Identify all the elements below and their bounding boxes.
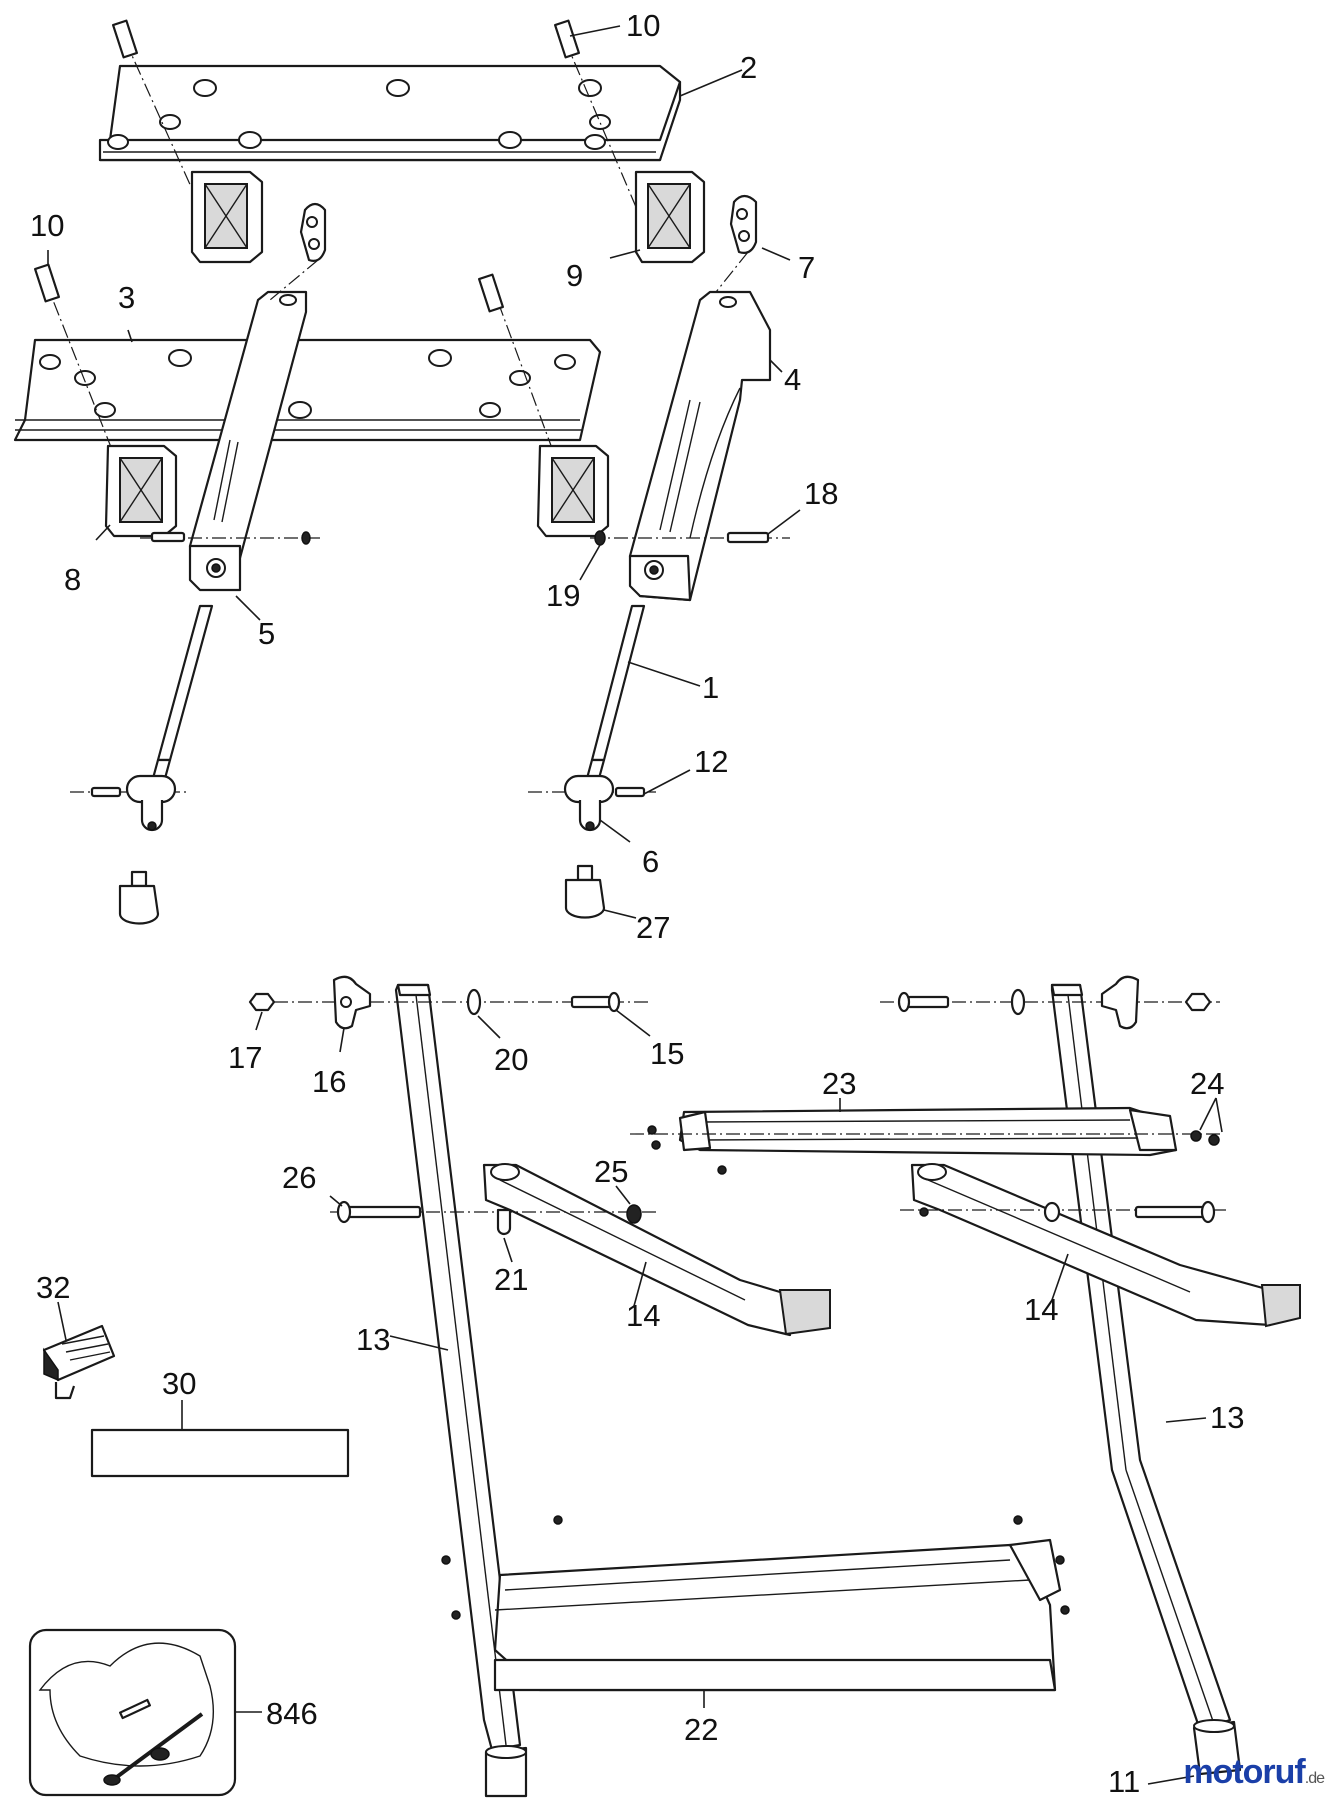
foot-cap-right	[1192, 1719, 1242, 1776]
nut-25-right	[919, 1201, 1061, 1223]
callout-21: 21	[494, 1262, 528, 1297]
brace-right	[910, 1163, 1301, 1328]
clamp-slide-left	[188, 290, 308, 592]
pin-18	[726, 531, 770, 544]
jaw-block-rear-right	[634, 170, 706, 264]
callout-17: 17	[228, 1040, 262, 1075]
front-jaw-board	[13, 338, 602, 442]
washer-20	[466, 988, 1026, 1016]
upper-cross-member	[678, 1106, 1178, 1157]
lower-cross-member	[493, 1538, 1062, 1692]
bolt-front-right	[477, 273, 505, 313]
callout-20: 20	[494, 1042, 528, 1077]
jaw-block-rear-left	[190, 170, 264, 264]
clamp-slide-right	[628, 290, 772, 602]
clip-32	[42, 1324, 116, 1400]
foot-cap-left	[484, 1745, 528, 1798]
leader-lines	[47, 25, 1223, 1785]
rear-jaw-board	[98, 64, 682, 162]
callout-32: 32	[36, 1270, 70, 1305]
callout-22: 22	[684, 1712, 718, 1747]
knob-16	[332, 975, 372, 1030]
callout-15: 15	[650, 1036, 684, 1071]
label-plate-30	[90, 1428, 350, 1478]
callout-8: 8	[64, 562, 81, 597]
callout-5: 5	[258, 616, 275, 651]
callout-25: 25	[594, 1154, 628, 1189]
callout-846: 846	[266, 1696, 318, 1731]
screw-right	[584, 604, 646, 784]
callout-9: 9	[566, 258, 583, 293]
spacer-21	[496, 1208, 512, 1236]
bolt-front-left	[33, 263, 61, 303]
callout-3: 3	[118, 280, 135, 315]
watermark-text: motoruf	[1183, 1753, 1305, 1791]
bolt-15	[570, 991, 621, 1013]
bolt-26-right	[1134, 1200, 1216, 1224]
knob-right	[564, 864, 606, 919]
jaw-block-front-right	[536, 444, 610, 538]
callout-12: 12	[694, 744, 728, 779]
pin-left	[150, 531, 311, 545]
washer-19	[594, 530, 606, 546]
callout-30: 30	[162, 1366, 196, 1401]
bolt-15-right	[897, 991, 950, 1013]
callout-4: 4	[784, 362, 801, 397]
watermark-suffix: .de	[1304, 1770, 1325, 1787]
lower-bolts	[441, 1515, 1070, 1620]
callout-19: 19	[546, 578, 580, 613]
bolt-top-left	[111, 19, 139, 59]
watermark-logo: motoruf.de	[1183, 1753, 1325, 1792]
callout-27: 27	[636, 910, 670, 945]
callout-7: 7	[798, 250, 815, 285]
jaw-block-front-left	[104, 444, 178, 538]
brace-left	[482, 1163, 831, 1337]
callout-24: 24	[1190, 1066, 1224, 1101]
callout-14-left: 14	[626, 1298, 660, 1333]
callout-2: 2	[740, 50, 757, 85]
callout-26: 26	[282, 1160, 316, 1195]
nut-17	[248, 992, 276, 1012]
cam-lever-right	[729, 194, 758, 254]
bolt-top-right	[553, 19, 581, 59]
callout-11: 11	[1108, 1764, 1140, 1799]
bolt-26	[336, 1200, 422, 1224]
callout-23: 23	[822, 1066, 856, 1101]
callout-6: 6	[642, 844, 659, 879]
knob-left	[118, 870, 160, 925]
callout-10-top: 10	[626, 8, 660, 43]
callout-16: 16	[312, 1064, 346, 1099]
callout-13-left: 13	[356, 1322, 390, 1357]
cam-lever-left	[299, 202, 327, 262]
callout-14-right: 14	[1024, 1292, 1058, 1327]
callout-13-right: 13	[1210, 1400, 1244, 1435]
screw-left	[150, 604, 214, 784]
nut-25	[626, 1204, 642, 1224]
nuts-24	[647, 1125, 1220, 1175]
nut-17-right	[1184, 992, 1212, 1012]
callout-labels: 10 2 9 7 10 3 4 18 19 8 5 1 12 6 27 17 1…	[30, 8, 1244, 1799]
handle-hub-left	[90, 774, 177, 832]
hardware-bag-846	[28, 1628, 237, 1797]
leg-left	[394, 983, 522, 1752]
callout-1: 1	[702, 670, 719, 705]
callout-10-left: 10	[30, 208, 64, 243]
knob-16-right	[1100, 975, 1140, 1030]
handle-hub-right	[563, 774, 646, 832]
callout-18: 18	[804, 476, 838, 511]
